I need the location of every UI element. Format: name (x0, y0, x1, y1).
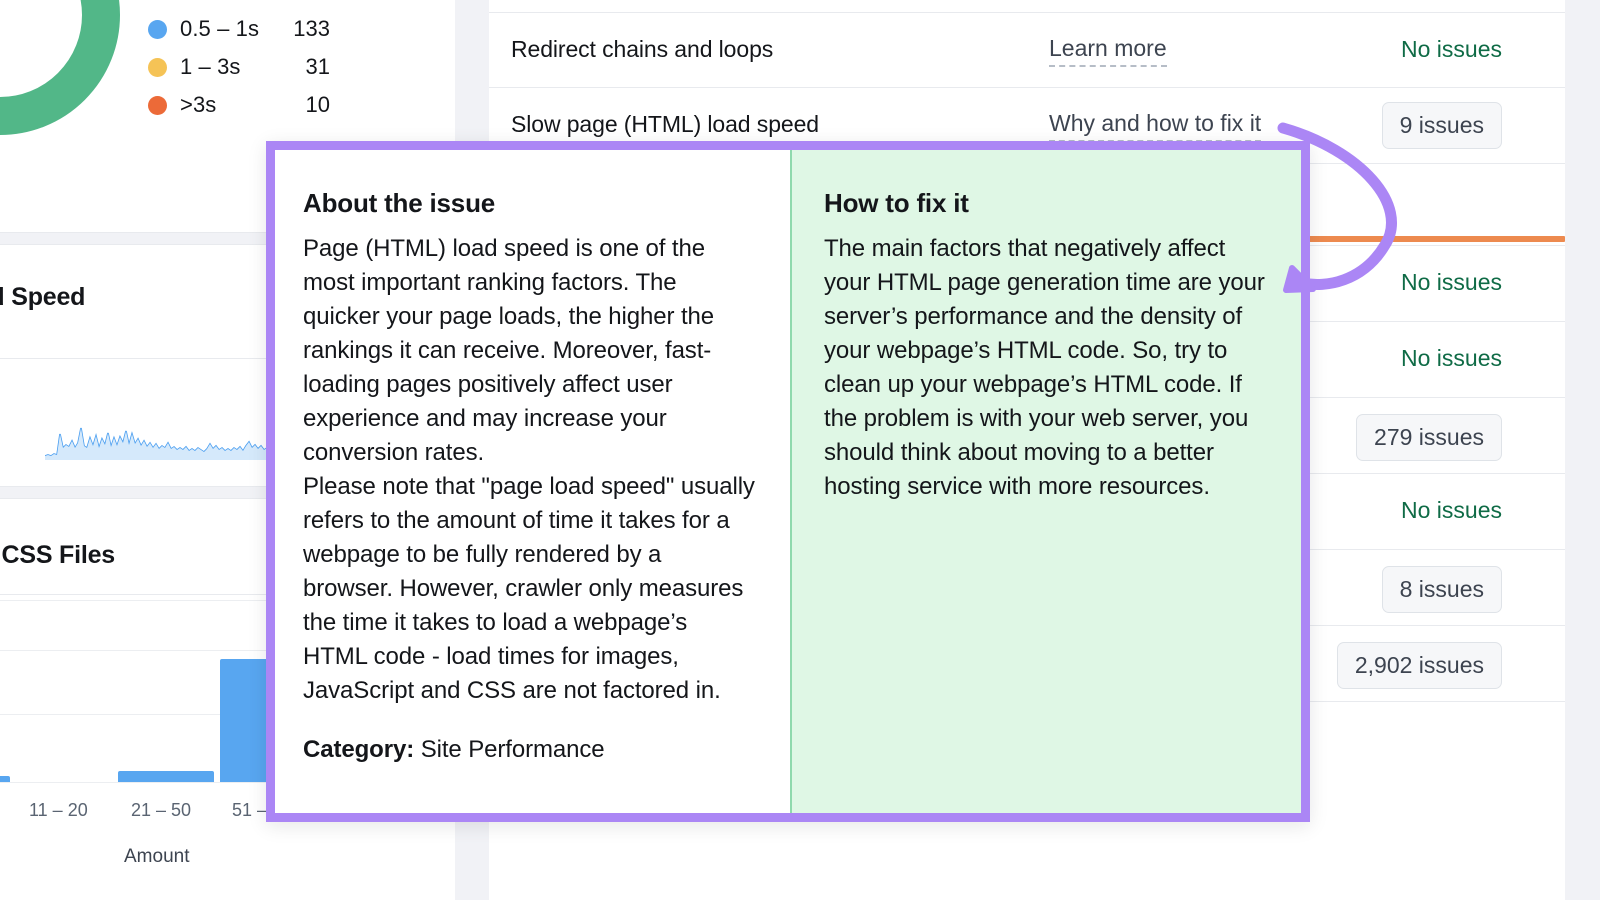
legend-dot-orange-icon (148, 95, 167, 115)
widget-title-css-files: l CSS Files (0, 541, 116, 569)
bar-xtick: 21 – 50 (131, 800, 192, 820)
axis-baseline (0, 782, 290, 783)
legend-label: 0.5 – 1s (180, 16, 260, 41)
bar-axis-label: Amount (124, 846, 190, 867)
issue-name: Slow page (HTML) load speed (511, 111, 819, 137)
bar-xtick: 11 – 20 (29, 800, 88, 820)
gridline (0, 600, 290, 601)
tooltip-howtofix-section: How to fix it The main factors that nega… (792, 150, 1301, 813)
card-divider (0, 486, 455, 487)
category-label: Category: (303, 736, 415, 763)
card-divider (0, 232, 455, 233)
card-gap (0, 233, 455, 244)
status-badge[interactable]: 9 issues (1381, 102, 1502, 149)
widget-title-load-speed: ML) Load Speed (0, 283, 86, 311)
about-paragraph-1: Page (HTML) load speed is one of the mos… (303, 235, 715, 466)
card-divider (0, 594, 455, 595)
card-gap (0, 487, 455, 498)
card-divider (0, 358, 455, 359)
status-badge[interactable]: 2,902 issues (1336, 642, 1502, 689)
table-row[interactable]: Redirect chains and loops Learn more No … (489, 12, 1565, 87)
bar-xtick: 51 – (232, 800, 268, 820)
load-speed-sparkline (45, 427, 275, 460)
status-text: No issues (1401, 345, 1502, 371)
table-row[interactable]: 279 issues (489, 397, 1565, 473)
about-heading: About the issue (303, 188, 496, 218)
category-line: Category: Site Performance (303, 736, 756, 764)
issue-info-tooltip: About the issue Page (HTML) load speed i… (266, 141, 1310, 822)
bar[interactable] (0, 776, 10, 782)
howtofix-heading: How to fix it (824, 188, 969, 218)
legend-item[interactable]: 1 – 3s 31 (148, 48, 368, 86)
category-value: Site Performance (420, 736, 605, 763)
legend-dot-yellow-icon (148, 57, 167, 77)
card-divider (0, 498, 455, 499)
gridline (0, 650, 290, 651)
legend-label: >3s (180, 92, 217, 117)
legend-value: 31 (305, 54, 330, 79)
donut-arc (0, 0, 120, 135)
status-badge[interactable]: 279 issues (1356, 414, 1502, 461)
tooltip-about-section: About the issue Page (HTML) load speed i… (275, 150, 792, 813)
status-text: No issues (1401, 36, 1502, 62)
howtofix-paragraph: The main factors that negatively affect … (824, 235, 1265, 500)
card-divider (0, 244, 455, 245)
status-text: No issues (1401, 497, 1502, 523)
issue-name: Redirect chains and loops (511, 36, 774, 62)
legend-item[interactable]: >3s 10 (148, 86, 368, 124)
legend-item[interactable]: 0.5 – 1s 133 (148, 10, 368, 48)
legend-value: 10 (305, 92, 330, 117)
donut-legend: 0.5 – 1s 133 1 – 3s 31 >3s 10 (148, 10, 368, 124)
load-speed-donut-chart (0, 0, 120, 135)
bar[interactable] (118, 771, 214, 782)
about-paragraph-2: Please note that "page load speed" usual… (303, 473, 755, 704)
gridline (0, 714, 290, 715)
css-files-bar-chart (0, 596, 316, 796)
legend-label: 1 – 3s (180, 54, 241, 79)
issue-link[interactable]: Why and how to fix it (1049, 110, 1262, 142)
legend-dot-blue-icon (148, 19, 167, 39)
status-text: No issues (1401, 269, 1502, 295)
legend-value: 133 (293, 16, 330, 41)
status-badge[interactable]: 8 issues (1381, 566, 1502, 613)
issue-link[interactable]: Learn more (1049, 35, 1167, 67)
